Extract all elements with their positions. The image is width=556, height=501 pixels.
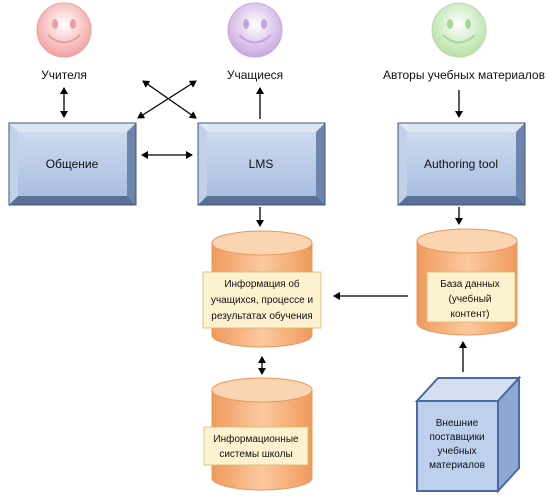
students-label: Учащиеся bbox=[227, 68, 283, 82]
student-info-line-1: Информация об bbox=[224, 278, 300, 290]
authoring-tool-label: Authoring tool bbox=[424, 157, 498, 171]
supplier-line-2: поставщики bbox=[429, 432, 484, 443]
supplier-line-3: учебных bbox=[437, 445, 476, 457]
supplier-line-1: Внешние bbox=[436, 418, 479, 429]
lms-label: LMS bbox=[249, 157, 274, 171]
teachers-label: Учителя bbox=[41, 68, 87, 82]
communication-box bbox=[8, 122, 137, 206]
school-systems-line-1: Информационные bbox=[213, 433, 299, 445]
database-line-1: База данных bbox=[440, 279, 500, 290]
teacher-face-icon bbox=[36, 2, 92, 58]
external-suppliers-box bbox=[414, 375, 522, 494]
supplier-line-4: материалов bbox=[429, 460, 485, 471]
author-face-icon bbox=[431, 2, 487, 58]
authors-label: Авторы учебных материалов bbox=[383, 68, 545, 82]
database-line-3: контент) bbox=[450, 309, 489, 320]
school-systems-line-2: системы школы bbox=[219, 449, 292, 460]
school-systems-store bbox=[203, 377, 313, 491]
student-info-line-3: результатах обучения bbox=[211, 310, 312, 322]
authoring-tool-box bbox=[397, 122, 526, 206]
student-info-line-2: учащихся, процессе и bbox=[211, 295, 313, 306]
database-line-2: (учебный bbox=[448, 293, 491, 305]
communication-label: Общение bbox=[46, 157, 99, 171]
lms-box bbox=[197, 122, 326, 206]
student-info-store bbox=[202, 230, 322, 348]
database-store bbox=[416, 228, 518, 336]
students-communication-arrow bbox=[137, 80, 197, 119]
student-face-icon bbox=[227, 2, 283, 58]
